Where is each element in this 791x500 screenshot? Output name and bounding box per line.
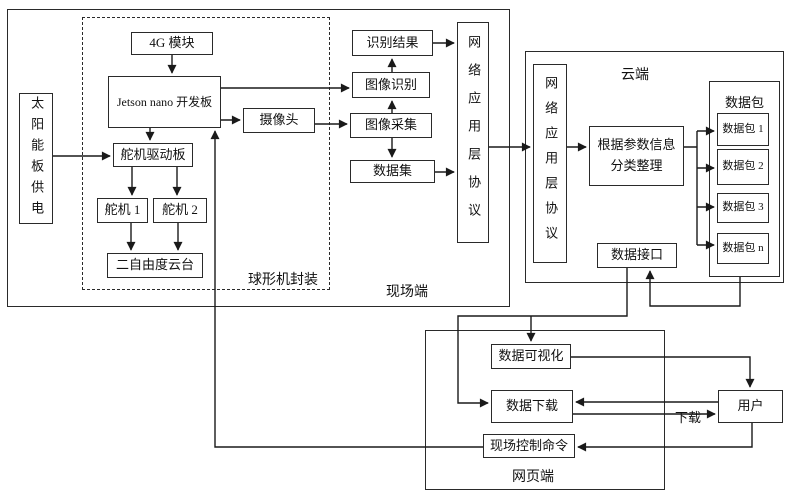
node-dataset: 数据集: [350, 160, 435, 183]
node-packet-n-label: 数据包 n: [722, 241, 764, 254]
node-image-capture-label: 图像采集: [364, 117, 417, 133]
node-servo-driver-label: 舵机驱动板: [120, 146, 186, 162]
node-camera-label: 摄像头: [259, 112, 299, 128]
node-jetson-nano: Jetson nano 开发板: [108, 76, 221, 128]
node-4g-module: 4G 模块: [131, 32, 213, 55]
download-edge-label: 下载: [674, 410, 701, 425]
node-servo-2: 舵机 2: [153, 198, 207, 223]
node-packet-1-label: 数据包 1: [722, 122, 764, 135]
node-packet-1: 数据包 1: [717, 113, 769, 146]
node-servo-driver: 舵机驱动板: [113, 143, 193, 167]
node-field-command-label: 现场控制命令: [489, 437, 568, 453]
node-recognition-result-label: 识别结果: [366, 34, 419, 50]
node-packet-3: 数据包 3: [717, 193, 769, 223]
node-solar-power-label: 太阳能板供电: [29, 95, 45, 222]
node-field-protocol: 网络应用层协议: [457, 22, 489, 243]
node-data-visualization: 数据可视化: [491, 344, 571, 369]
node-servo-1-label: 舵机 1: [104, 202, 141, 218]
node-recognition-result: 识别结果: [352, 30, 433, 56]
node-servo-1: 舵机 1: [97, 198, 148, 223]
node-data-download: 数据下载: [491, 390, 573, 423]
node-dataset-label: 数据集: [372, 163, 412, 179]
node-camera: 摄像头: [243, 108, 315, 133]
cloud-section-label: 云端: [621, 68, 649, 83]
node-user: 用户: [718, 390, 783, 423]
node-classify-label: 根据参数信息 分类整理: [597, 137, 676, 173]
node-field-protocol-label: 网络应用层协议: [466, 34, 482, 231]
packet-group-label: 数据包: [724, 95, 764, 110]
node-servo-2-label: 舵机 2: [162, 202, 198, 218]
node-field-command: 现场控制命令: [483, 434, 575, 458]
node-image-recognition-label: 图像识别: [364, 76, 417, 92]
web-section-label: 网页端: [512, 470, 554, 485]
node-4g-module-label: 4G 模块: [149, 35, 195, 51]
node-cloud-protocol-label: 网络应用层协议: [543, 76, 559, 251]
packet-group-box: [709, 81, 780, 277]
field-section-label: 现场端: [386, 285, 428, 300]
node-gimbal: 二自由度云台: [107, 253, 203, 278]
node-data-visualization-label: 数据可视化: [498, 348, 564, 364]
node-classify: 根据参数信息 分类整理: [589, 126, 684, 186]
node-user-label: 用户: [737, 398, 764, 414]
node-jetson-nano-label: Jetson nano 开发板: [116, 94, 213, 109]
node-packet-n: 数据包 n: [717, 233, 769, 264]
node-gimbal-label: 二自由度云台: [115, 257, 194, 273]
node-packet-2: 数据包 2: [717, 149, 769, 185]
node-data-download-label: 数据下载: [505, 398, 558, 414]
node-data-interface-label: 数据接口: [610, 247, 663, 263]
node-packet-3-label: 数据包 3: [722, 201, 764, 214]
node-image-recognition: 图像识别: [352, 72, 430, 98]
sphere-enclosure-label: 球形机封装: [248, 273, 318, 288]
node-packet-2-label: 数据包 2: [722, 160, 764, 173]
node-data-interface: 数据接口: [597, 243, 677, 268]
node-cloud-protocol: 网络应用层协议: [533, 64, 567, 263]
node-solar-power: 太阳能板供电: [19, 93, 53, 224]
node-image-capture: 图像采集: [350, 113, 432, 138]
